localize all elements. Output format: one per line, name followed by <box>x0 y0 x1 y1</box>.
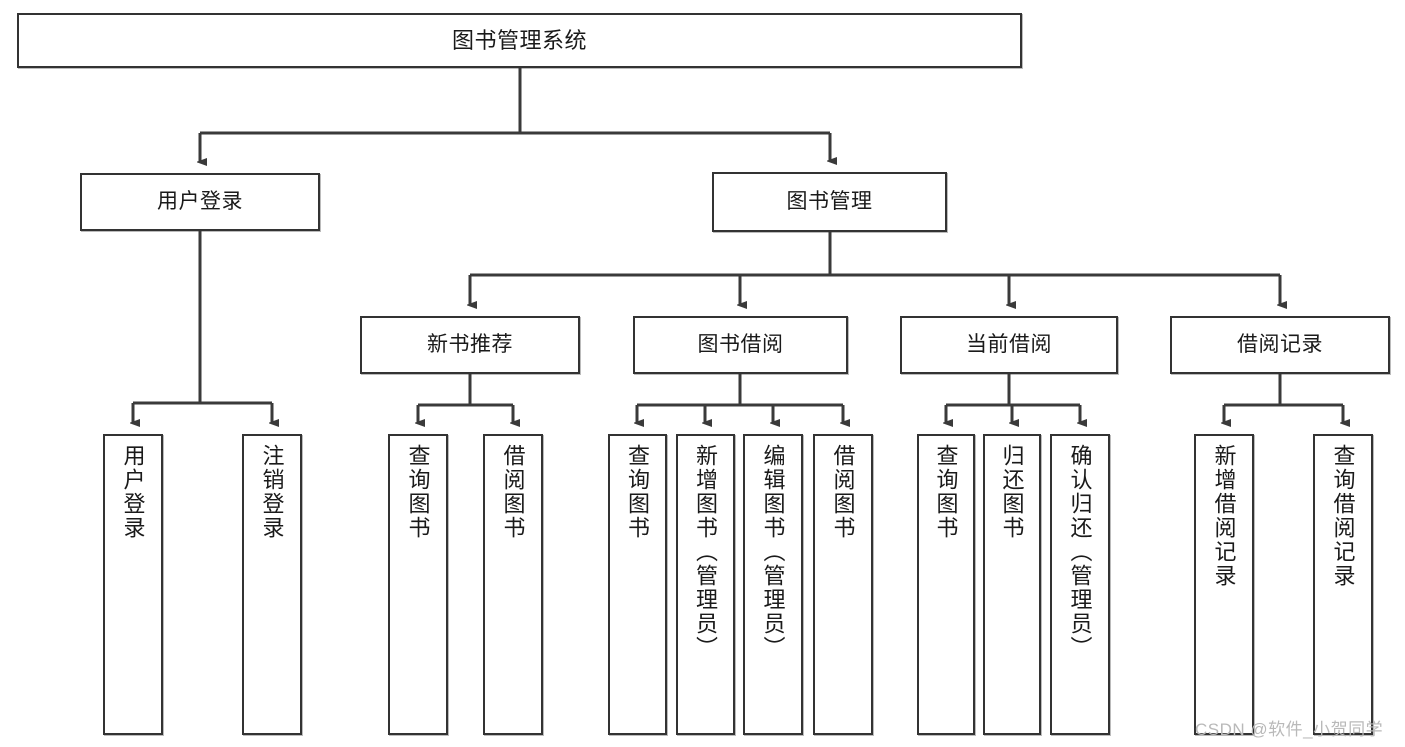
node-leaf-borrow-book-1-label: 借阅图书 <box>500 444 526 540</box>
node-book-borrow-label: 图书借阅 <box>697 332 784 356</box>
node-current-borrow[interactable]: 当前借阅 <box>900 316 1118 374</box>
node-current-borrow-label: 当前借阅 <box>966 332 1052 356</box>
node-leaf-user-logout[interactable]: 注销登录 <box>242 434 302 735</box>
node-leaf-return-book[interactable]: 归还图书 <box>983 434 1041 735</box>
node-leaf-edit-book-label: 编辑图书（管理员） <box>760 444 786 660</box>
node-leaf-query-book-1-label: 查询图书 <box>405 444 431 540</box>
node-leaf-query-record-label: 查询借阅记录 <box>1330 444 1356 588</box>
node-leaf-query-book-2-label: 查询图书 <box>625 444 651 540</box>
node-leaf-edit-book[interactable]: 编辑图书（管理员） <box>743 434 803 735</box>
node-leaf-add-book-label: 新增图书（管理员） <box>693 444 719 660</box>
node-leaf-query-book-2[interactable]: 查询图书 <box>608 434 667 735</box>
node-book-manage[interactable]: 图书管理 <box>712 172 947 232</box>
node-user-login-label: 用户登录 <box>157 189 243 213</box>
node-leaf-add-record-label: 新增借阅记录 <box>1211 444 1237 588</box>
node-new-book-recommend-label: 新书推荐 <box>427 332 513 356</box>
node-root-label: 图书管理系统 <box>451 27 587 53</box>
node-user-login[interactable]: 用户登录 <box>80 173 320 231</box>
csdn-watermark: CSDN @软件_小贺同学 <box>1195 720 1384 739</box>
node-leaf-query-book-3[interactable]: 查询图书 <box>917 434 975 735</box>
node-leaf-query-book-3-label: 查询图书 <box>933 444 959 540</box>
node-leaf-query-record[interactable]: 查询借阅记录 <box>1313 434 1373 735</box>
node-leaf-confirm-return-label: 确认归还（管理员） <box>1067 444 1093 660</box>
node-leaf-user-login[interactable]: 用户登录 <box>103 434 163 735</box>
node-book-manage-label: 图书管理 <box>786 189 873 213</box>
node-root[interactable]: 图书管理系统 <box>17 13 1022 68</box>
node-borrow-record[interactable]: 借阅记录 <box>1170 316 1390 374</box>
node-borrow-record-label: 借阅记录 <box>1237 332 1323 356</box>
node-book-borrow[interactable]: 图书借阅 <box>633 316 848 374</box>
node-leaf-user-logout-label: 注销登录 <box>259 444 285 540</box>
node-leaf-query-book-1[interactable]: 查询图书 <box>388 434 448 735</box>
node-leaf-add-record[interactable]: 新增借阅记录 <box>1194 434 1254 735</box>
node-leaf-add-book[interactable]: 新增图书（管理员） <box>676 434 735 735</box>
node-new-book-recommend[interactable]: 新书推荐 <box>360 316 580 374</box>
node-leaf-borrow-book-1[interactable]: 借阅图书 <box>483 434 543 735</box>
node-leaf-borrow-book-2[interactable]: 借阅图书 <box>813 434 873 735</box>
node-leaf-return-book-label: 归还图书 <box>999 444 1025 540</box>
node-leaf-user-login-label: 用户登录 <box>120 444 146 540</box>
node-leaf-borrow-book-2-label: 借阅图书 <box>830 444 856 540</box>
node-leaf-confirm-return[interactable]: 确认归还（管理员） <box>1050 434 1110 735</box>
